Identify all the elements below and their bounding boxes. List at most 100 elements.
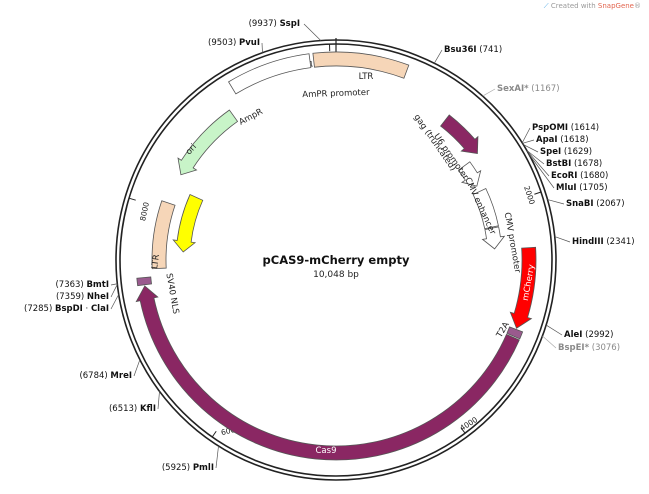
site-line-pspomi: [521, 127, 531, 144]
site-mrei-pos: (6784): [79, 371, 107, 381]
site-mlui[interactable]: MluI (1705): [556, 183, 608, 193]
site-line-kfli: [157, 391, 160, 410]
site-nhei-pos: (7359): [56, 292, 84, 302]
site-line-bstbi: [526, 150, 545, 165]
site-line-sspi: [303, 23, 321, 41]
feature-sv40[interactable]: [136, 276, 152, 287]
tick-mark-6000: [211, 430, 217, 438]
feature-ampr[interactable]: [177, 109, 239, 176]
site-bspdi-pos: (7285): [24, 304, 52, 314]
site-kfli-pos: (6513): [109, 404, 137, 414]
site-line-spei: [523, 144, 539, 153]
site-line-sexai: [482, 88, 496, 97]
feature-label-cas9: Cas9: [316, 446, 337, 456]
site-sexai-name: SexAI*: [497, 84, 529, 94]
site-mrei[interactable]: (6784) MreI: [79, 371, 132, 381]
site-line-mrei: [133, 359, 141, 377]
site-snabi-pos: (2067): [596, 199, 624, 209]
feature-t2a[interactable]: [506, 326, 524, 340]
site-apai[interactable]: ApaI (1618): [536, 135, 589, 145]
site-pmli-pos: (5925): [162, 463, 190, 473]
site-apai-name: ApaI: [536, 135, 558, 145]
site-bstbi-pos: (1678): [574, 159, 602, 169]
site-bspdi-sep: ·: [83, 304, 91, 314]
site-sspi[interactable]: (9937) SspI: [249, 19, 300, 29]
site-bspei-name: BspEI*: [558, 343, 590, 353]
site-ecori-pos: (1680): [580, 171, 608, 181]
site-line-apai: [522, 139, 535, 144]
feature-label-ltr-left: LTR: [150, 254, 162, 270]
site-alei[interactable]: AleI (2992): [564, 330, 613, 340]
feature-mcherry[interactable]: [509, 246, 537, 329]
snapgene-credit: ⟋ Created with SnapGene®: [544, 2, 641, 11]
tick-mark-4000: [460, 427, 466, 434]
site-hindiii-name: HindIII: [572, 237, 604, 247]
feature-gag[interactable]: [440, 114, 479, 155]
site-mlui-name: MluI: [556, 183, 577, 193]
feature-u6[interactable]: [458, 161, 482, 187]
site-labels: (9937) SspI (9503) PvuI Bsu36I (741) Sex…: [24, 19, 635, 473]
site-sexai[interactable]: SexAI* (1167): [497, 84, 560, 94]
site-pspomi-pos: (1614): [571, 123, 599, 133]
site-bsu36i-pos: (741): [479, 45, 502, 55]
feature-label-cmv-prom: CMV promoter: [502, 212, 523, 275]
site-line-alei: [545, 324, 563, 336]
site-line-snabi: [547, 199, 565, 205]
site-pspomi[interactable]: PspOMI (1614): [532, 123, 599, 133]
site-bstbi-name: BstBI: [546, 159, 571, 169]
site-nhei-name: NheI: [87, 292, 109, 302]
site-bspdi-clai[interactable]: (7285) BspDI · ClaI: [24, 304, 109, 314]
site-ecori-name: EcoRI: [551, 171, 577, 181]
site-spei-name: SpeI: [540, 147, 561, 157]
site-spei[interactable]: SpeI (1629): [540, 147, 592, 157]
feature-cmv-enh[interactable]: [472, 187, 499, 230]
site-hindiii[interactable]: HindIII (2341): [572, 237, 635, 247]
feature-ltr-left[interactable]: [151, 200, 176, 270]
site-bspei-pos: (3076): [592, 343, 620, 353]
feature-ori[interactable]: [172, 194, 204, 253]
credit-mark: ®: [634, 2, 641, 10]
site-pmli[interactable]: (5925) PmlI: [162, 463, 214, 473]
feature-label-ampr-prom: AmPR promoter: [302, 88, 370, 100]
site-mlui-pos: (1705): [579, 183, 607, 193]
site-line-bspei: [542, 335, 557, 349]
feature-ampr-prom[interactable]: [228, 53, 312, 95]
site-alei-pos: (2992): [585, 330, 613, 340]
site-bspdi-name: BspDI: [55, 304, 83, 314]
site-bstbi[interactable]: BstBI (1678): [546, 159, 602, 169]
site-line-nhei: [110, 284, 118, 298]
tick-mark-2000: [534, 191, 542, 195]
site-bsu36i[interactable]: Bsu36I (741): [444, 45, 502, 55]
feature-ltr-top[interactable]: [312, 51, 410, 79]
site-sspi-pos: (9937): [249, 19, 277, 29]
site-nhei[interactable]: (7359) NheI: [56, 292, 109, 302]
site-pvui-pos: (9503): [208, 38, 236, 48]
site-clai-name: ClaI: [91, 304, 109, 314]
site-ecori[interactable]: EcoRI (1680): [551, 171, 608, 181]
site-spei-pos: (1629): [564, 147, 592, 157]
site-snabi-name: SnaBI: [566, 199, 594, 209]
site-snabi[interactable]: SnaBI (2067): [566, 199, 625, 209]
site-bmti[interactable]: (7363) BmtI: [55, 280, 109, 290]
site-apai-pos: (1618): [560, 135, 588, 145]
feature-cas9[interactable]: [135, 285, 520, 461]
site-bspei[interactable]: BspEI* (3076): [558, 343, 620, 353]
site-pspomi-name: PspOMI: [532, 123, 568, 133]
site-line-bsu36i: [434, 49, 443, 64]
tick-label-8000: 8000: [138, 201, 151, 222]
site-alei-name: AleI: [564, 330, 582, 340]
feature-label-ltr-top: LTR: [359, 72, 374, 82]
site-bmti-pos: (7363): [55, 280, 83, 290]
site-line-ecori: [526, 150, 550, 177]
site-kfli-name: KflI: [140, 404, 156, 414]
tick-label-2000: 2000: [522, 185, 537, 206]
site-pvui[interactable]: (9503) PvuI: [208, 38, 260, 48]
site-line-hindiii: [554, 236, 571, 243]
credit-brand: SnapGene: [597, 2, 634, 10]
feature-label-sv40: SV40 NLS: [163, 272, 180, 314]
site-kfli[interactable]: (6513) KflI: [109, 404, 156, 414]
feature-cmv-prom[interactable]: [481, 226, 506, 250]
site-hindiii-pos: (2341): [606, 237, 634, 247]
site-line-bmti: [110, 283, 118, 286]
credit-prefix: Created with: [550, 2, 598, 10]
